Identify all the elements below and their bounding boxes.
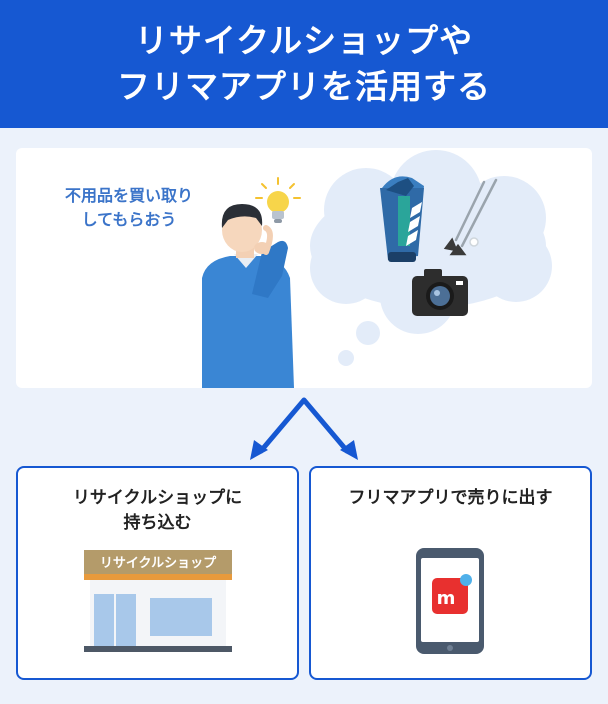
scene-illustration [202, 150, 552, 388]
scene-caption-line2: してもらおう [81, 210, 177, 229]
option-title-recycle-shop-line1: リサイクルショップに [72, 488, 243, 508]
camera-icon [412, 269, 468, 316]
scene-caption: 不用品を買い取り してもらおう [44, 184, 214, 232]
man-thinking [202, 204, 294, 388]
golf-clubs-icon [443, 178, 498, 256]
app-icon [432, 578, 468, 614]
option-title-recycle-shop-line2: 持ち込む [123, 513, 192, 533]
option-title-flea-market-app-line1: フリマアプリで売りに出す [348, 488, 553, 508]
option-title-flea-market-app: フリマアプリで売りに出す [311, 486, 590, 511]
app-letter: m [437, 588, 456, 609]
option-card-flea-market-app: フリマアプリで売りに出す m [309, 466, 592, 680]
lightbulb-icon [255, 177, 301, 223]
golf-bag-icon [380, 176, 424, 262]
smartphone-app-icon: m [416, 548, 484, 654]
scene-panel: 不用品を買い取り してもらおう [16, 148, 592, 388]
branch-arrows [250, 397, 358, 460]
header-banner: リサイクルショップや フリマアプリを活用する [0, 0, 608, 128]
page-title-line1: リサイクルショップや [134, 21, 474, 60]
shop-sign-text: リサイクルショップ [100, 556, 217, 571]
scene-caption-line1: 不用品を買い取り [64, 186, 193, 205]
thought-cloud [310, 150, 552, 366]
arrow-head-left [250, 440, 268, 460]
arrow-head-right [340, 440, 358, 460]
option-title-recycle-shop: リサイクルショップに 持ち込む [18, 486, 297, 536]
page-title-line2: フリマアプリを活用する [117, 67, 491, 106]
option-card-recycle-shop: リサイクルショップに 持ち込む リサイクルショップ [16, 466, 299, 680]
store-icon: リサイクルショップ [84, 550, 232, 652]
